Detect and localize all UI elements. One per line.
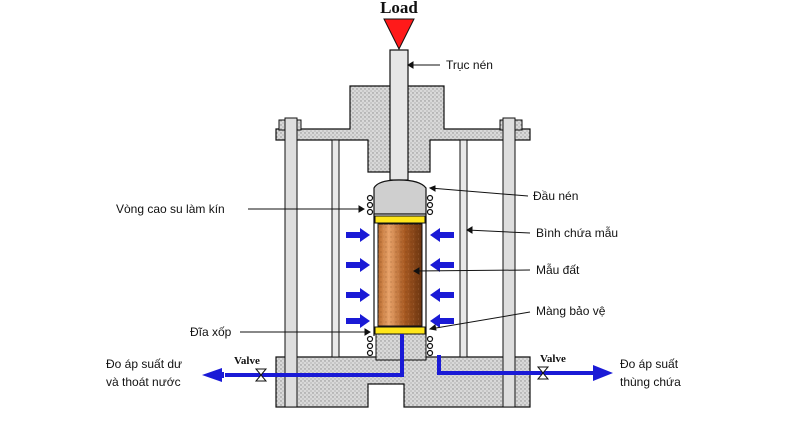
- pressure-arrow-left-4: [346, 314, 370, 328]
- label-mau-dat: Mẫu đất: [536, 262, 580, 277]
- label-dia-xop: Đĩa xốp: [190, 325, 232, 339]
- drainage-pipes: [225, 334, 595, 377]
- tie-rod-left: [284, 117, 298, 408]
- valve-right-icon: [536, 366, 550, 380]
- label-left-outlet-line2: và thoát nước: [106, 375, 181, 389]
- left-outlet-arrow-shaft: [214, 372, 224, 378]
- load-label: Load: [380, 0, 418, 17]
- pressure-arrow-left-1: [346, 228, 370, 242]
- pressure-arrow-left-3: [346, 288, 370, 302]
- porous-disc-top: [374, 215, 426, 224]
- valve-left-icon: [254, 368, 268, 382]
- porous-disc-bottom: [374, 326, 426, 335]
- valve-right-label: Valve: [540, 353, 566, 365]
- pressure-arrows: [346, 228, 454, 328]
- label-truc-nen: Trục nén: [446, 58, 493, 72]
- label-left-outlet-line1: Đo áp suất dư: [106, 357, 182, 371]
- label-binh-chua-mau: Bình chứa mẫu: [536, 225, 618, 240]
- o-rings: [366, 194, 434, 357]
- pressure-arrow-right-2: [430, 258, 454, 272]
- label-right-outlet-line1: Đo áp suất: [620, 357, 679, 371]
- right-outlet-arrow: [593, 365, 613, 381]
- soil-sample-texture: [378, 224, 422, 326]
- label-mang-bao-ve: Màng bảo vệ: [536, 304, 606, 318]
- valve-left-label: Valve: [234, 355, 260, 367]
- pressure-arrow-right-4: [430, 314, 454, 328]
- leader-lines: [240, 61, 531, 336]
- chamber-wall-left: [331, 139, 340, 358]
- load-arrow: [383, 18, 415, 51]
- loading-piston: [389, 49, 409, 181]
- pressure-arrow-left-2: [346, 258, 370, 272]
- tie-rod-right: [502, 117, 516, 408]
- left-outlet-arrow: [202, 368, 222, 382]
- pressure-arrow-right-1: [430, 228, 454, 242]
- label-dau-nen: Đầu nén: [533, 189, 578, 203]
- top-platen: [373, 179, 427, 215]
- pressure-arrow-right-3: [430, 288, 454, 302]
- label-vong-cao-su: Vòng cao su làm kín: [116, 202, 225, 216]
- label-right-outlet-line2: thùng chứa: [620, 375, 681, 389]
- chamber-wall-right: [459, 139, 468, 358]
